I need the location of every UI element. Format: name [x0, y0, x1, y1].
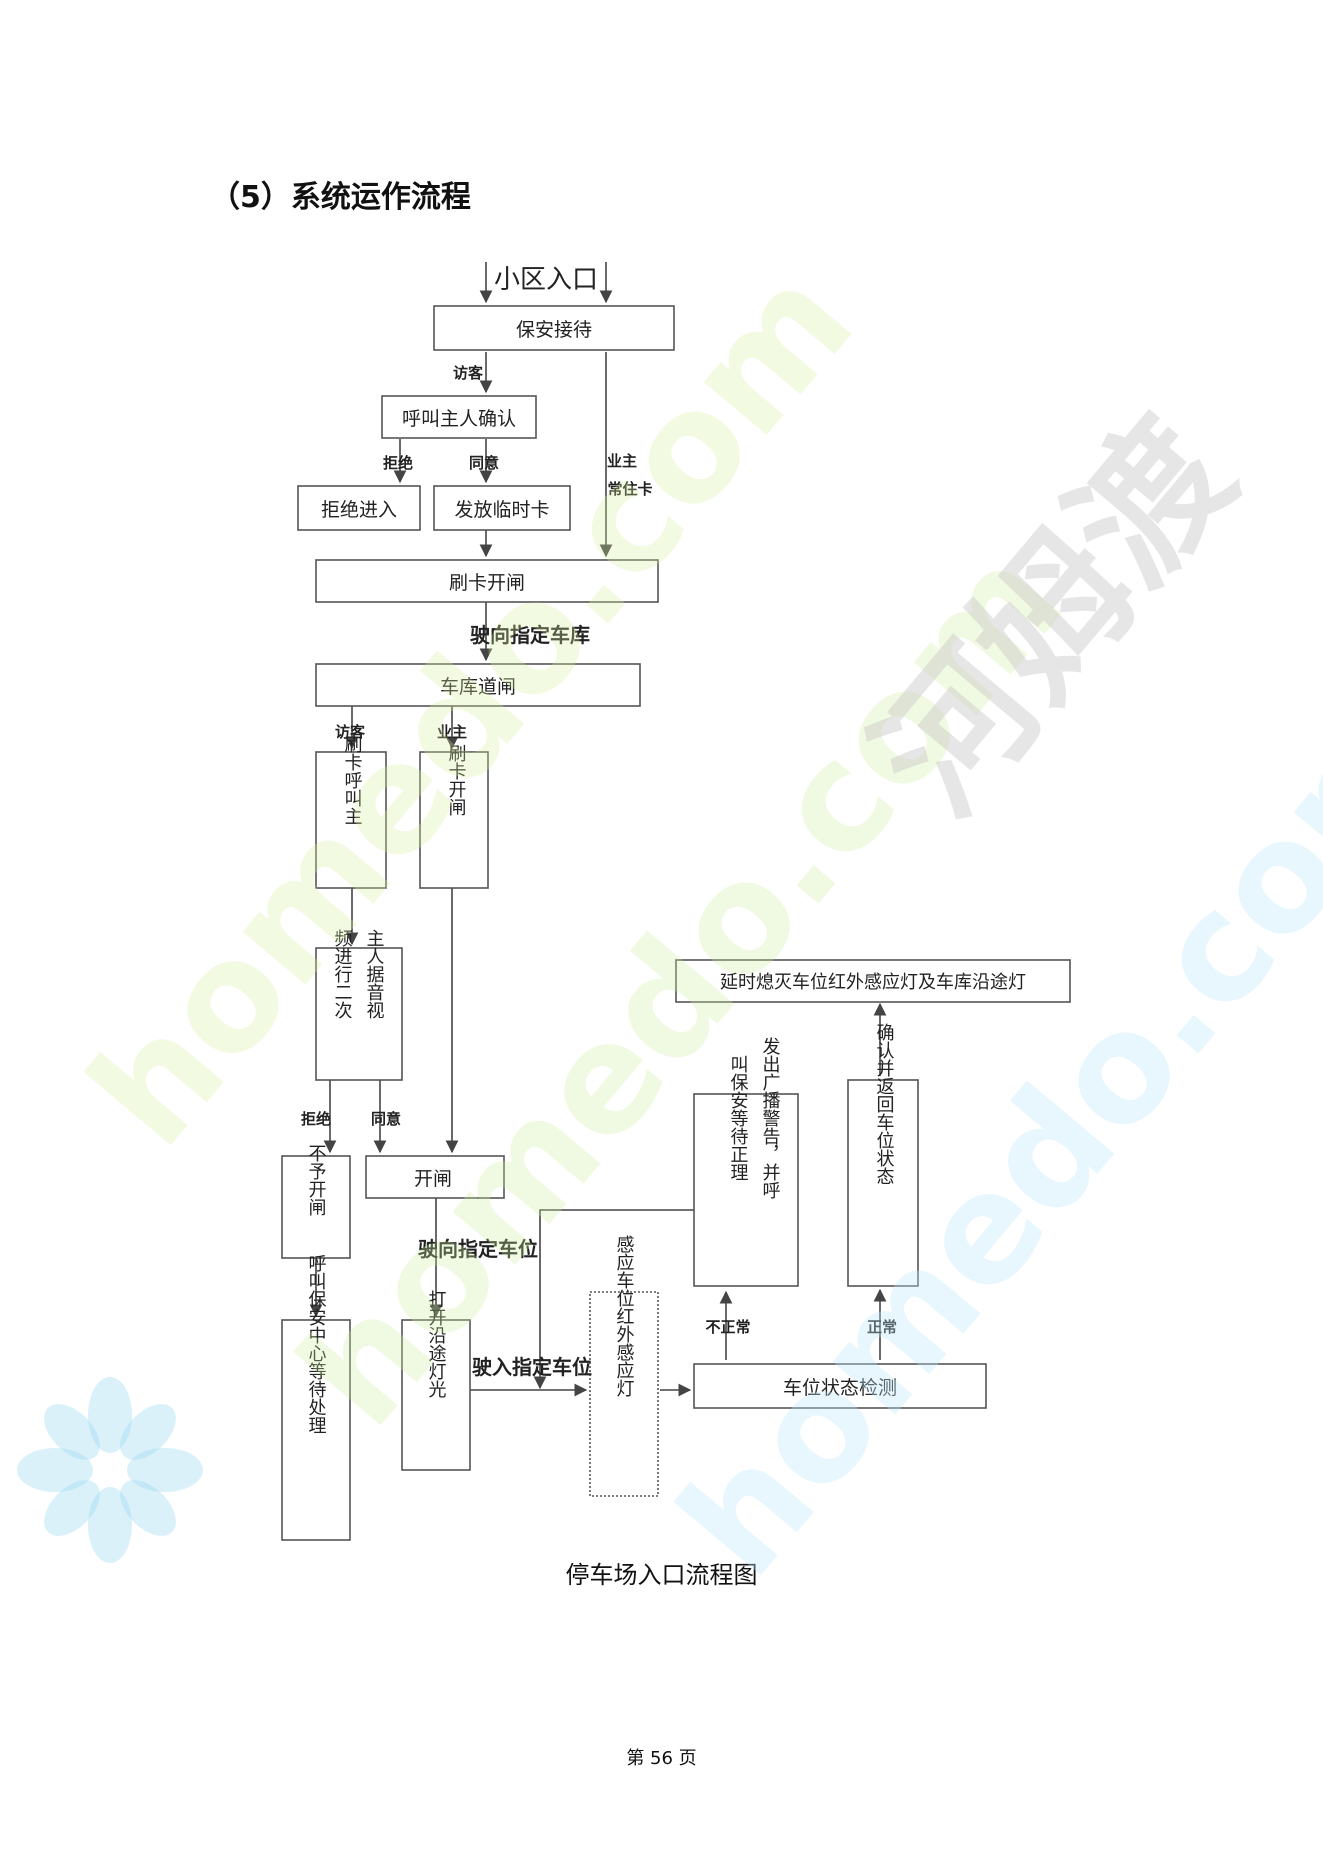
- box-reject-entry: 拒绝进入: [297, 485, 421, 531]
- box-swipe-call-owner: 刷卡呼叫主: [315, 735, 387, 889]
- box-turn-on-lights: 打开沿途灯光: [401, 1290, 471, 1471]
- box-no-open-gate: 不予开闸: [281, 1144, 351, 1259]
- swipe-open-gate-text: 刷卡开闸: [449, 572, 525, 594]
- box-confirm-return-status: 确认并返回车位状态: [847, 1023, 919, 1287]
- alarm-col2: 叫保安等待正理: [728, 1055, 749, 1181]
- flowchart-caption: 停车场入口流程图: [565, 1561, 758, 1589]
- call-security-center-text: 呼叫保安中心等待处理: [306, 1254, 327, 1434]
- open-gate-text: 开闸: [414, 1168, 452, 1190]
- video-call-col2: 主人据音视: [364, 929, 385, 1019]
- box-open-gate: 开闸: [365, 1155, 505, 1199]
- label-visitor-2: 访客: [335, 723, 366, 741]
- entrance-title: 小区入口: [494, 265, 598, 295]
- call-owner-text: 呼叫主人确认: [402, 408, 516, 430]
- sensor-light-text: 感应车位红外感应灯: [614, 1235, 635, 1397]
- label-reject-2: 拒绝: [301, 1110, 331, 1128]
- flow-connectors: [309, 262, 887, 1397]
- box-swipe-open-gate: 刷卡开闸: [315, 559, 659, 603]
- label-agree-2: 同意: [371, 1110, 401, 1128]
- label-long-term-card: 常住卡: [607, 480, 652, 498]
- arrow-alarm-feedback: [533, 1209, 694, 1390]
- video-call-col1: 频进行二次: [332, 929, 353, 1019]
- box-sensor-light: 感应车位红外感应灯: [589, 1235, 659, 1497]
- space-status-check-text: 车位状态检测: [783, 1377, 897, 1399]
- garage-gate-text: 车库道闸: [440, 676, 516, 698]
- issue-temp-card-text: 发放临时卡: [454, 499, 549, 521]
- box-space-status-check: 车位状态检测: [693, 1363, 987, 1409]
- label-normal: 正常: [867, 1318, 897, 1336]
- no-open-gate-text: 不予开闸: [306, 1144, 327, 1216]
- label-drive-to-garage: 驶向指定车库: [470, 623, 590, 647]
- turn-on-lights-text: 打开沿途灯光: [426, 1290, 447, 1399]
- label-owner-2: 业主: [437, 723, 467, 741]
- edge-labels: 访客 拒绝 同意 业主 常住卡 驶向指定车库 访客 业主 拒绝 同意 驶向指定车…: [301, 364, 897, 1379]
- delay-off-lights-text: 延时熄灭车位红外感应灯及车库沿途灯: [720, 972, 1026, 993]
- label-owner-1: 业主: [607, 452, 637, 470]
- swipe-call-owner-text: 刷卡呼叫主: [342, 735, 363, 825]
- alarm-col1: 发出广播警告，并呼: [760, 1037, 781, 1199]
- confirm-return-status-text: 确认并返回车位状态: [874, 1023, 895, 1185]
- box-call-owner: 呼叫主人确认: [381, 395, 537, 439]
- box-video-call: 频进行二次 主人据音视: [315, 929, 403, 1081]
- box-delay-off-lights: 延时熄灭车位红外感应灯及车库沿途灯: [675, 959, 1071, 1003]
- page-number: 第 56 页: [626, 1748, 697, 1769]
- box-issue-temp-card: 发放临时卡: [433, 485, 571, 531]
- swipe-open-gate-v-text: 刷卡开闸: [446, 744, 467, 816]
- box-entrance-title: 小区入口: [494, 265, 598, 295]
- box-reception: 保安接待: [433, 305, 675, 351]
- label-drive-into-space: 驶入指定车位: [472, 1355, 592, 1379]
- box-garage-gate: 车库道闸: [315, 663, 641, 707]
- reception-text: 保安接待: [516, 319, 592, 341]
- label-abnormal: 不正常: [705, 1318, 750, 1336]
- label-agree-1: 同意: [469, 454, 499, 472]
- section-heading: （5）系统运作流程: [210, 180, 471, 215]
- reject-entry-text: 拒绝进入: [321, 499, 397, 521]
- label-reject-1: 拒绝: [383, 454, 413, 472]
- box-swipe-open-gate-vertical: 刷卡开闸: [419, 744, 489, 889]
- box-call-security-center: 呼叫保安中心等待处理: [281, 1254, 351, 1541]
- label-drive-to-space: 驶向指定车位: [418, 1237, 538, 1261]
- label-visitor-1: 访客: [453, 364, 484, 382]
- box-alarm-call-security: 发出广播警告，并呼 叫保安等待正理: [693, 1037, 799, 1287]
